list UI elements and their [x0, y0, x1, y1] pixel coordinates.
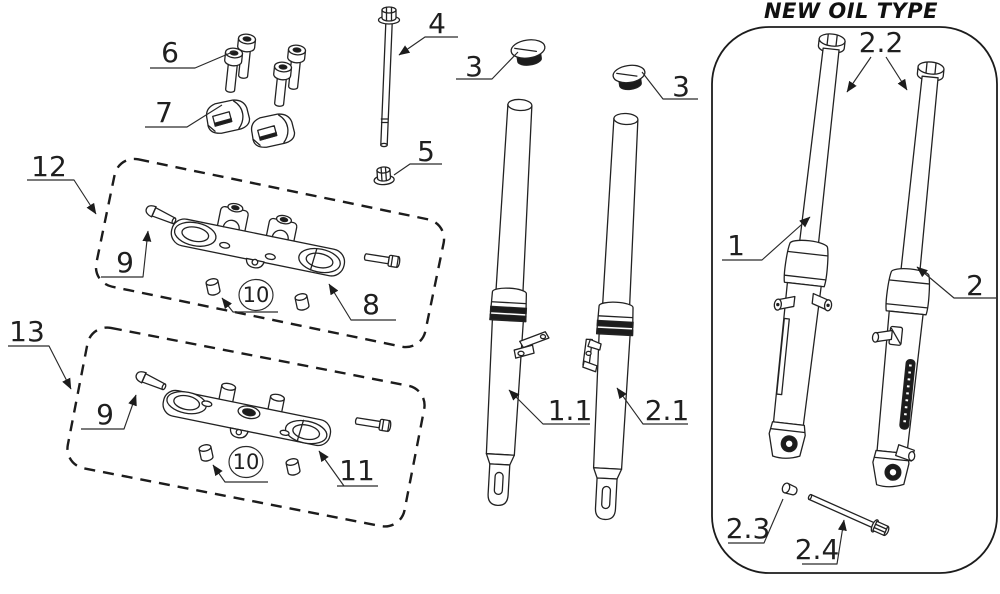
part-fork-assembly-1: [762, 31, 855, 462]
callout-7-leader: [145, 104, 223, 128]
part-bushing-10-lower-a: [197, 443, 215, 463]
callout-2-1-leader: [616, 387, 688, 425]
callout-3-left-label: 3: [465, 50, 483, 83]
callout-2-3-leader: [728, 498, 784, 544]
callout-3-right-leader: [641, 71, 698, 100]
fender-bracket-left: [582, 338, 602, 373]
part-bolt-9-lower: [133, 368, 169, 394]
callout-10-lower-ellipse: [228, 445, 264, 479]
part-bushing-10-upper-a: [204, 277, 222, 297]
part-cap-3-left: [510, 39, 546, 66]
callout-4-leader: [398, 36, 458, 56]
callout-2-leader: [916, 266, 996, 299]
callout-10-lower-label: 10: [233, 450, 260, 474]
cable-guide-left: [871, 325, 904, 346]
callout-3-left-leader: [456, 51, 519, 80]
part-bolt-6-group: [220, 32, 307, 108]
new-oil-type-panel: [711, 26, 998, 574]
caliper-lug: [895, 444, 916, 462]
part-bushing-10-lower-b: [284, 457, 302, 477]
callout-2-2-label: 2.2: [859, 26, 904, 59]
callout-8-label: 8: [362, 288, 380, 321]
part-spacer-2-3: [781, 482, 798, 496]
callout-2-2-leader-right: [885, 56, 908, 91]
part-pinch-bolt-lower: [354, 414, 393, 433]
part-upper-triple-clamp-8: [170, 202, 346, 277]
callout-11-label: 11: [339, 454, 375, 487]
callout-10-upper-ellipse: [238, 278, 274, 312]
callout-5-leader: [393, 163, 442, 176]
callout-1-1-leader: [508, 389, 590, 425]
part-pinch-bolt-upper: [363, 250, 402, 269]
part-lower-triple-clamp-11: [162, 382, 332, 447]
part-fork-leg-2-1: [582, 111, 645, 522]
callout-11-leader: [319, 451, 378, 487]
part-fork-leg-1-1: [478, 97, 550, 508]
callout-1-label: 1: [727, 229, 745, 262]
axle-boss-right: [811, 292, 833, 312]
callout-9-lower-label: 9: [96, 398, 114, 431]
callout-8-leader: [328, 283, 396, 321]
callout-2-4-leader: [802, 519, 847, 565]
reflector-strip-texture: [903, 364, 912, 425]
callout-10-upper-label: 10: [243, 283, 270, 307]
part-axle-bolt-2-4: [807, 493, 890, 537]
callout-2-2-leader-left: [846, 56, 872, 93]
callout-13-leader: [8, 345, 72, 390]
part-fork-assembly-2: [866, 59, 954, 490]
callout-2-1-label: 2.1: [645, 394, 690, 427]
part-cap-3-right: [612, 64, 646, 91]
callout-9-upper-label: 9: [116, 246, 134, 279]
slider-rib: [776, 317, 790, 396]
callouts: 6 7 4 5 3 3 12 9 8 10 13 9 10 11 1.1 2.1: [8, 7, 996, 566]
fork-leg-body: [586, 111, 645, 522]
callout-5-label: 5: [417, 135, 435, 168]
callout-10-upper-leader: [221, 297, 278, 313]
callout-1-leader: [722, 216, 811, 261]
part-clamp-7b: [249, 111, 297, 150]
callout-6-label: 6: [161, 36, 179, 69]
part-bolt-9-upper: [143, 202, 179, 228]
group-box-lower-13: [66, 326, 426, 528]
callout-13-label: 13: [9, 315, 45, 348]
fender-bracket-right: [513, 331, 550, 359]
group-box-upper-12: [94, 157, 446, 349]
callout-12-label: 12: [31, 150, 67, 183]
callout-10-lower-leader: [212, 464, 268, 483]
part-bolt-4: [377, 6, 401, 148]
callout-9-upper-leader: [101, 230, 152, 278]
callout-2-3-label: 2.3: [726, 512, 771, 545]
axle-boss-left: [773, 295, 796, 311]
callout-4-label: 4: [428, 7, 446, 40]
callout-7-label: 7: [155, 96, 173, 129]
callout-3-right-label: 3: [672, 70, 690, 103]
fork-leg-body: [478, 97, 539, 508]
part-bushing-10-upper-b: [293, 292, 311, 312]
part-clamp-7a: [204, 97, 252, 136]
callout-2-4-label: 2.4: [795, 533, 840, 566]
callout-2-label: 2: [966, 269, 984, 302]
callout-1-1-label: 1.1: [548, 394, 593, 427]
callout-9-lower-leader: [81, 394, 137, 430]
part-nut-5: [373, 166, 395, 186]
fork-assembly-body: [866, 59, 954, 490]
diagram-title: NEW OIL TYPE: [764, 0, 938, 23]
callout-6-leader: [150, 50, 236, 69]
callout-12-leader: [27, 179, 97, 215]
